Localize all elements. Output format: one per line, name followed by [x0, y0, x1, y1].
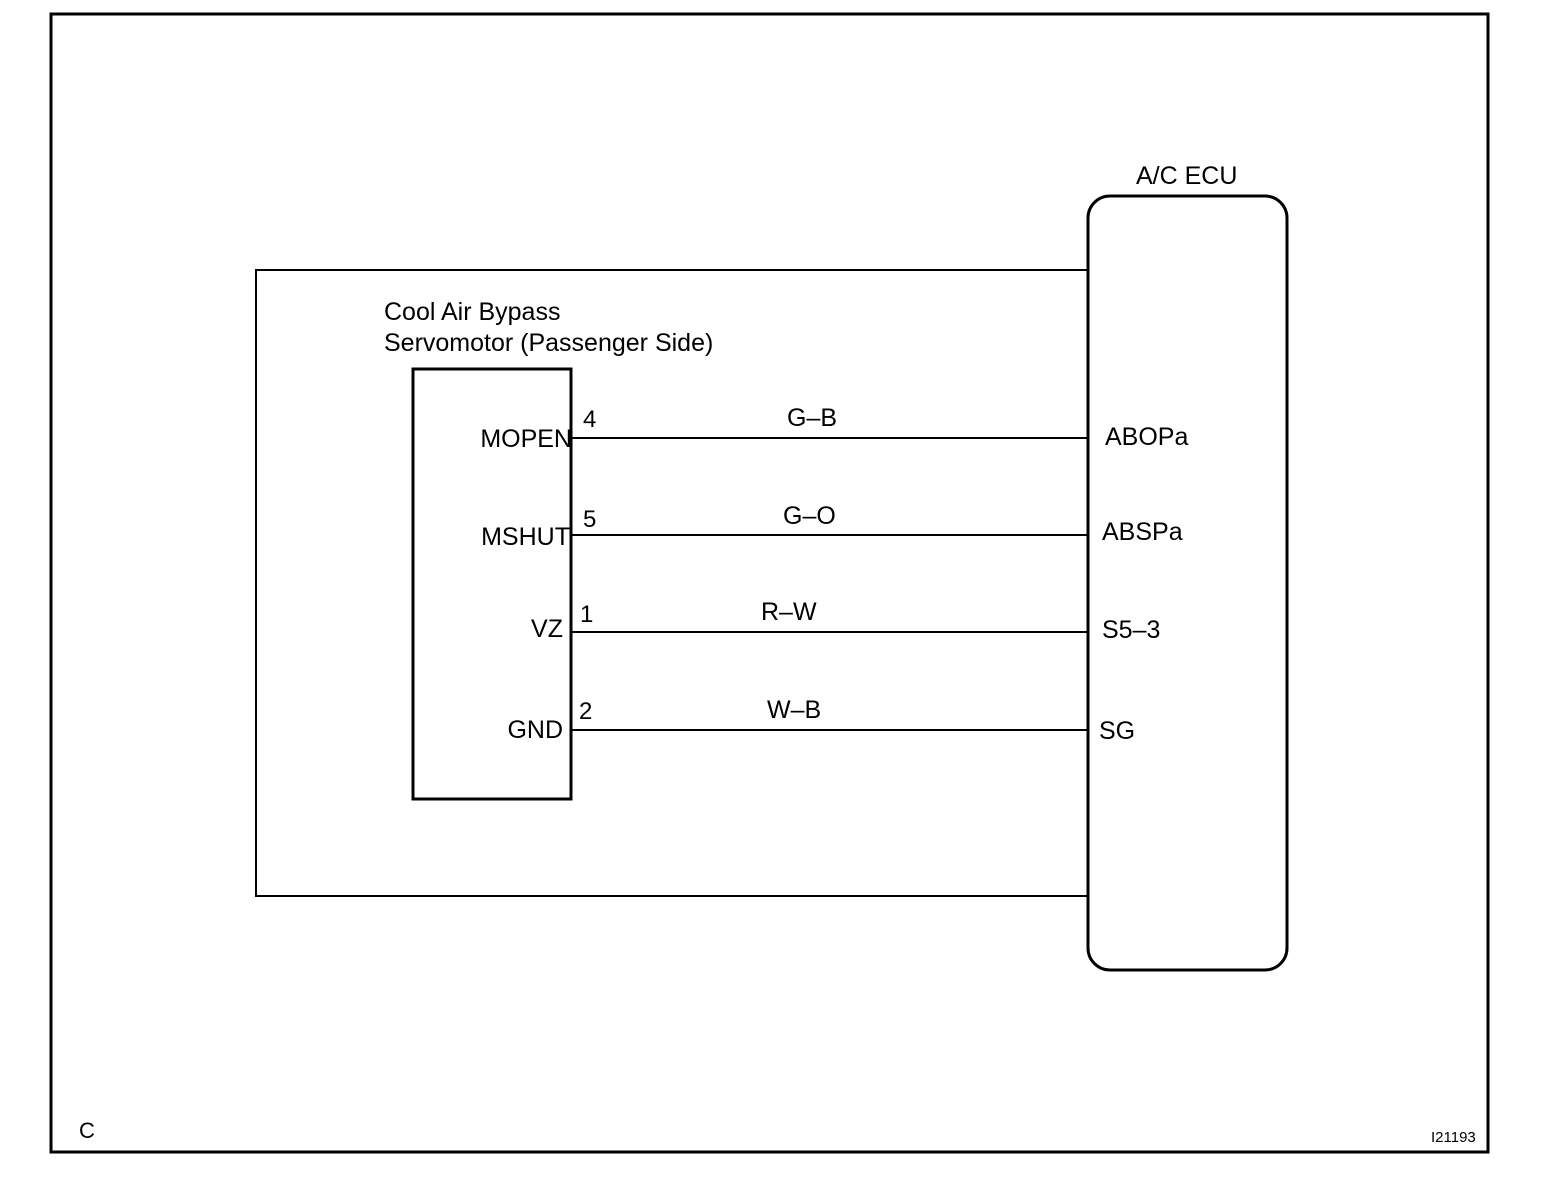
ecu-box	[1086, 194, 1289, 972]
figure-id: I21193	[1431, 1129, 1476, 1146]
outer-frame	[49, 12, 1490, 1154]
servomotor-title-line2: Servomotor (Passenger Side)	[384, 329, 714, 357]
pin-number-gnd: 2	[579, 698, 593, 725]
pin-number-mopen: 4	[583, 406, 597, 433]
servo-terminal-vz: VZ	[531, 615, 563, 643]
servo-terminal-mopen: MOPEN	[480, 425, 572, 453]
enclosure-box	[255, 269, 1088, 897]
wire-color-vz: R–W	[761, 598, 817, 626]
servomotor-box	[411, 367, 573, 801]
wire-color-mopen: G–B	[787, 404, 838, 432]
wire-color-mshut: G–O	[783, 502, 836, 530]
corner-letter: C	[79, 1118, 95, 1143]
wire-color-gnd: W–B	[767, 696, 822, 724]
servo-terminal-gnd: GND	[507, 716, 563, 744]
pin-number-mshut: 5	[583, 506, 597, 533]
servomotor-title-line1: Cool Air Bypass	[384, 298, 561, 326]
ecu-terminal-abopa: ABOPa	[1105, 423, 1189, 451]
ecu-terminal-s5-3: S5–3	[1102, 616, 1161, 644]
ecu-terminal-sg: SG	[1099, 717, 1136, 745]
servo-terminal-mshut: MSHUT	[481, 523, 570, 551]
ecu-title: A/C ECU	[1136, 162, 1238, 190]
pin-number-vz: 1	[580, 601, 594, 628]
ecu-terminal-abspa: ABSPa	[1102, 518, 1183, 546]
